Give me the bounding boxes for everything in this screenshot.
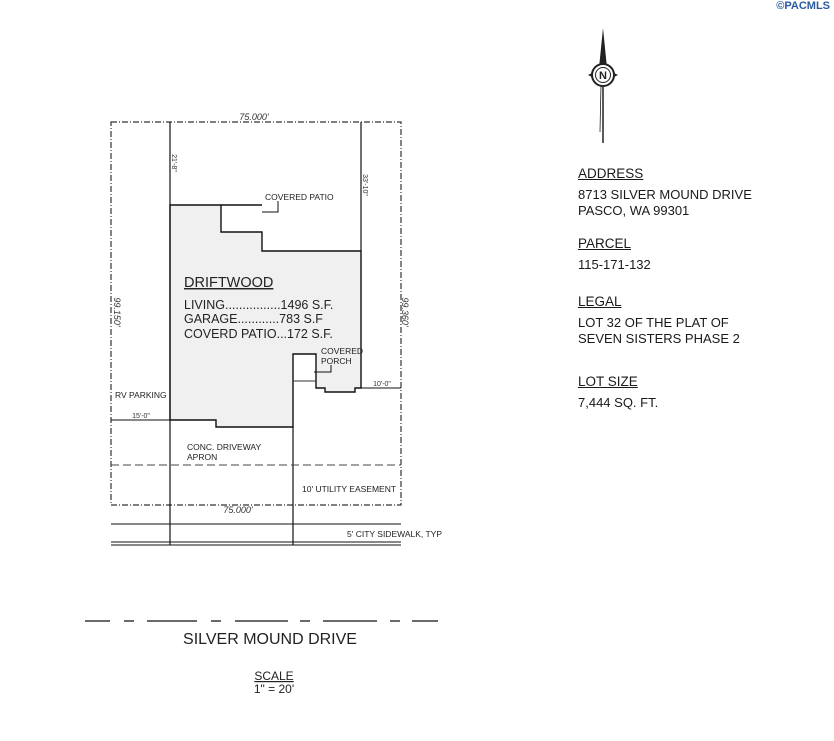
covered-patio-label: COVERED PATIO bbox=[265, 192, 334, 202]
top-dimension: 75.000' bbox=[239, 112, 269, 122]
pacmls-watermark: ©PACMLS bbox=[776, 0, 830, 12]
legal-heading: LEGAL bbox=[578, 294, 622, 309]
right-dimension: 99.360' bbox=[400, 297, 410, 327]
patio-area: COVERD PATIO...172 S.F. bbox=[184, 327, 333, 341]
legal-line-1: LOT 32 OF THE PLAT OF bbox=[578, 315, 729, 330]
model-name: DRIFTWOOD bbox=[184, 275, 273, 291]
living-area: LIVING................1496 S.F. bbox=[184, 298, 333, 312]
left-dimension: 99.150' bbox=[112, 297, 122, 327]
rear-setback-right: 33'-10" bbox=[361, 174, 368, 196]
address-line-2: PASCO, WA 99301 bbox=[578, 203, 690, 218]
lot-size: 7,444 SQ. FT. bbox=[578, 395, 659, 410]
scale-value: 1" = 20' bbox=[254, 682, 294, 696]
scale-label: SCALE bbox=[254, 669, 293, 683]
driveway-label: CONC. DRIVEWAY bbox=[187, 442, 261, 452]
covered-porch-label-2: PORCH bbox=[321, 356, 352, 366]
legal-block: LEGAL LOT 32 OF THE PLAT OF SEVEN SISTER… bbox=[578, 294, 740, 347]
driveway-label-2: APRON bbox=[187, 452, 217, 462]
easement-label: 10' UTILITY EASEMENT bbox=[302, 484, 396, 494]
rear-setback-left: 21'-8" bbox=[170, 154, 177, 172]
covered-porch-label: COVERED bbox=[321, 346, 363, 356]
lot-size-heading: LOT SIZE bbox=[578, 374, 638, 389]
street-name: SILVER MOUND DRIVE bbox=[183, 631, 357, 648]
bottom-dimension: 75.000' bbox=[223, 505, 253, 515]
address-line-1: 8713 SILVER MOUND DRIVE bbox=[578, 187, 752, 202]
lot-boundary bbox=[110, 121, 402, 506]
sidewalk-label: 5' CITY SIDEWALK, TYP bbox=[347, 529, 442, 539]
north-arrow-icon: N bbox=[588, 28, 618, 143]
legal-line-2: SEVEN SISTERS PHASE 2 bbox=[578, 331, 740, 346]
parcel-heading: PARCEL bbox=[578, 236, 632, 251]
north-label: N bbox=[599, 70, 607, 82]
parcel-number: 115-171-132 bbox=[578, 257, 651, 272]
lot-size-block: LOT SIZE 7,444 SQ. FT. bbox=[578, 374, 658, 411]
house-footprint bbox=[169, 204, 362, 428]
rv-dimension: 15'-0" bbox=[132, 413, 150, 420]
address-block: ADDRESS 8713 SILVER MOUND DRIVE PASCO, W… bbox=[578, 166, 752, 219]
garage-area: GARAGE............783 S.F bbox=[184, 312, 323, 326]
side-setback: 10'-0" bbox=[373, 381, 391, 388]
parcel-block: PARCEL 115-171-132 bbox=[578, 236, 651, 273]
rv-parking-label: RV PARKING bbox=[115, 390, 167, 400]
address-heading: ADDRESS bbox=[578, 166, 644, 181]
